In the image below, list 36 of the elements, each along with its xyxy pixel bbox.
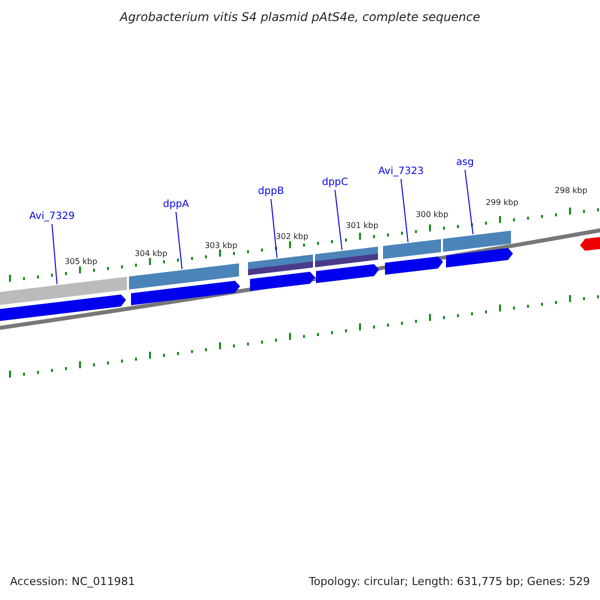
gene-feature-bar	[443, 230, 511, 252]
scale-label: 300 kbp	[416, 210, 448, 220]
gene-label: dppB	[258, 186, 284, 198]
gene-label: Avi_7323	[378, 166, 424, 178]
coding-sequence-block	[131, 280, 240, 306]
gene-label: dppA	[163, 199, 189, 211]
gene-label: asg	[456, 157, 474, 169]
coding-sequence-block	[0, 294, 126, 322]
gene-feature-bar	[0, 276, 127, 305]
leader-line	[464, 170, 474, 235]
gene-feature-bar	[248, 254, 313, 276]
scale-label: 301 kbp	[346, 221, 378, 231]
footer-text: Accession: NC_011981	[10, 575, 136, 588]
leader-line	[176, 212, 182, 270]
gene-feature-bar	[129, 263, 239, 290]
leader-line	[400, 178, 408, 243]
coding-sequence-block	[316, 264, 379, 284]
scale-label: 304 kbp	[134, 249, 168, 259]
gene-label: Avi_7329	[29, 211, 75, 223]
scale-label: 303 kbp	[204, 241, 238, 251]
gene-feature-bar	[383, 239, 441, 260]
coding-sequence-block	[250, 272, 315, 291]
leader-line	[270, 198, 278, 258]
scale-label: 298 kbp	[554, 186, 588, 196]
scale-label: 299 kbp	[486, 198, 518, 208]
diagram-title: Agrobacterium vitis S4 plasmid pAtS4e, complete sequence	[118, 10, 482, 24]
coding-sequence-block	[446, 248, 513, 268]
coding-sequence-block	[580, 236, 600, 251]
coding-sequence-block	[385, 256, 443, 275]
gene-label: dppC	[322, 177, 348, 189]
leader-line	[52, 224, 58, 285]
footer-text: Topology: circular; Length: 631,775 bp; Genes: 529	[308, 575, 590, 588]
scale-label: 305 kbp	[64, 257, 98, 267]
gene-feature-bar	[315, 246, 378, 268]
leader-line	[334, 190, 342, 250]
scale-label: 302 kbp	[276, 232, 308, 242]
